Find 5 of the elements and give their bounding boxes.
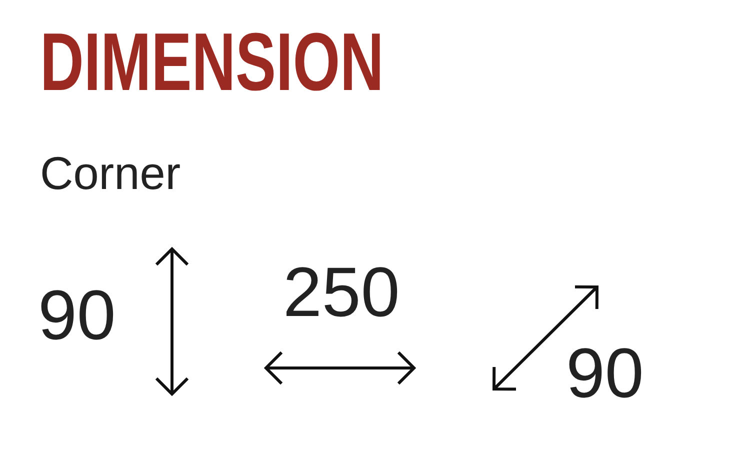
subtitle: Corner [40, 150, 181, 196]
title: DIMENSION [40, 22, 384, 104]
dimension-value: 90 [38, 280, 116, 350]
dimension-value: 250 [283, 257, 400, 327]
dimension-value: 90 [566, 338, 644, 408]
